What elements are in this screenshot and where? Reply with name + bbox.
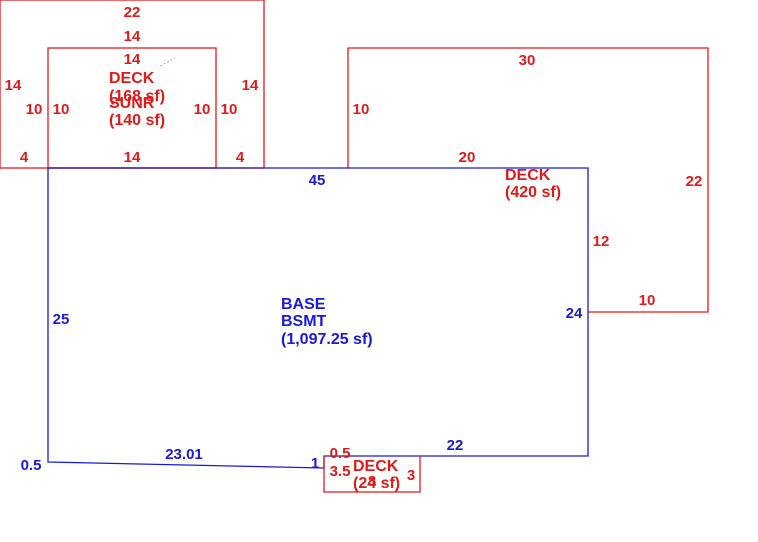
deck-left-dim-right: 14: [242, 77, 259, 94]
deck-small-dim-left: 3.5: [330, 463, 351, 480]
deck-right-dim-step: 10: [639, 292, 656, 309]
base-basement-area: 45 25 24 22 23.01 0.5 1 BASE BSMT (1,097…: [21, 167, 589, 474]
deck-left-area: 22 14 14 4 4 DECK (168 sf): [0, 0, 265, 169]
base-name-line1: BASE: [281, 296, 326, 313]
sunroom-name: SUNR: [109, 95, 155, 112]
deck-small-dim-right: 3: [407, 467, 415, 484]
deck-small-dim-top: 0.5: [330, 445, 351, 462]
sunroom-area-label: (140 sf): [109, 112, 165, 129]
base-name-line2: BSMT: [281, 313, 327, 330]
deck-left-area-label: (168 sf): [109, 88, 165, 105]
base-dim-left: 25: [53, 311, 70, 328]
base-dim-bottom-slope: 23.01: [165, 446, 203, 463]
deck-right-outline: [347, 47, 709, 313]
sunroom-dim-right-outer: 10: [221, 101, 238, 118]
deck-right-dim-inner-right: 12: [593, 233, 610, 250]
deck-small-dim-mid: 8: [368, 473, 376, 490]
deck-right-area-label: (420 sf): [505, 184, 561, 201]
deck-left-dim-bottom-left: 4: [20, 149, 29, 166]
base-dim-top: 45: [309, 172, 326, 189]
sunroom-dim-bottom: 14: [124, 149, 141, 166]
base-dim-bottom-left-jog: 0.5: [21, 457, 42, 474]
deck-right-dim-left: 10: [353, 101, 370, 118]
base-dim-bottom-right: 22: [447, 437, 464, 454]
deck-right-dim-bottom: 20: [459, 149, 476, 166]
deck-small-outline: [323, 456, 421, 493]
deck-left-dim-left: 14: [5, 77, 22, 94]
sunroom-dim-top-inner: 14: [124, 51, 141, 68]
deck-left-name: DECK: [109, 70, 155, 87]
deck-small-name: DECK: [353, 458, 399, 475]
deck-area-leader: [159, 57, 176, 67]
base-dim-bottom-mid-jog: 1: [311, 455, 319, 472]
base-area-label: (1,097.25 sf): [281, 331, 373, 348]
sunroom-dim-left-inner: 10: [53, 101, 70, 118]
deck-small-area: 0.5 3.5 8 3 DECK (24 sf): [323, 445, 421, 493]
deck-right-dim-top: 30: [519, 52, 536, 69]
sunroom-dim-right-inner: 10: [194, 101, 211, 118]
sunroom-area: 14 14 10 10 10 10 14 SUNR (140 sf): [26, 28, 238, 169]
sunroom-dim-left-outer: 10: [26, 101, 43, 118]
deck-left-dim-top: 22: [124, 4, 141, 21]
deck-right-name: DECK: [505, 167, 551, 184]
deck-right-dim-right: 22: [686, 173, 703, 190]
deck-left-dim-bottom-right: 4: [236, 149, 245, 166]
deck-small-area-label: (24 sf): [353, 475, 400, 492]
sunroom-dim-top-outer: 14: [124, 28, 141, 45]
base-dim-right: 24: [566, 305, 583, 322]
deck-right-area: 30 10 20 22 12 10 DECK (420 sf): [347, 47, 709, 313]
